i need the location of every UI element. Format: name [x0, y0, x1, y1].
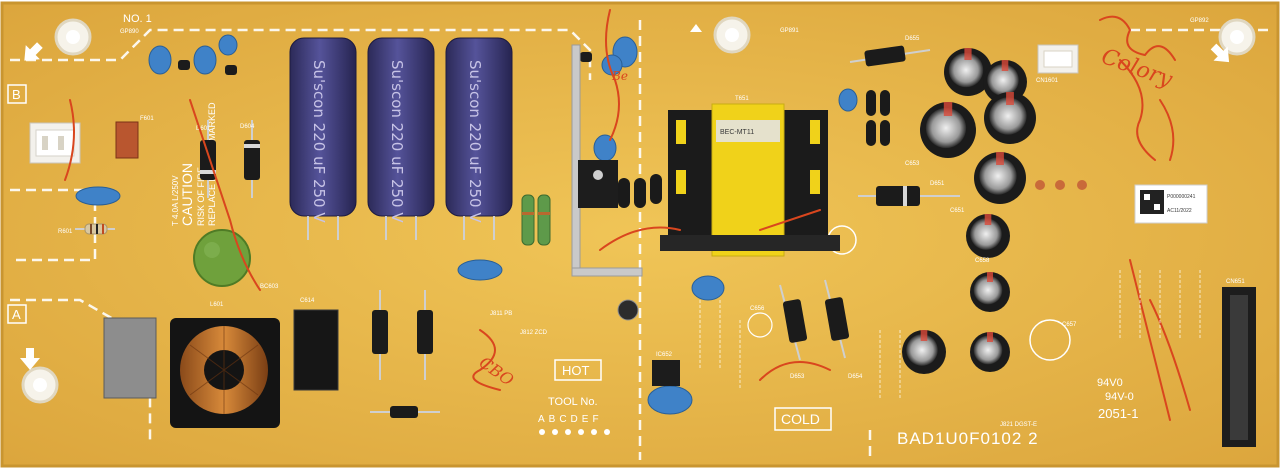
ref-c614: C614: [300, 298, 315, 304]
transformer-t651: BEC-MT11: [660, 103, 840, 257]
electrolytic-capacitor-4: [984, 92, 1036, 144]
ref-l601: L601: [210, 302, 224, 308]
fuse-rating: T 4.0A L/250V: [171, 175, 180, 226]
caution-title: CAUTION: [179, 163, 195, 226]
ref-j811: J811 PB: [490, 311, 512, 317]
mounting-holes: [21, 16, 1256, 404]
handwriting-note: Be: [611, 69, 628, 83]
tool-label: TOOL No.: [548, 396, 598, 408]
ref-gp890: GP890: [120, 29, 139, 35]
resistor-r601: [75, 223, 115, 235]
part-number: BAD1U0F0102 2: [897, 429, 1039, 448]
svg-text:P000000241: P000000241: [1167, 194, 1196, 200]
bulk-capacitor-2: Su'scon 220 uF 250 V: [367, 37, 435, 240]
fr-mark: 94V-0: [1105, 391, 1134, 403]
ferrite-beads: [618, 90, 890, 208]
electrolytic-capacitor-6: [966, 214, 1010, 258]
ref-c658: C658: [975, 258, 990, 264]
ref-gp892: GP892: [1190, 18, 1209, 24]
connector-b-label: B: [12, 87, 21, 102]
output-capacitors: [902, 48, 1036, 374]
transformer-label: BEC-MT11: [720, 129, 754, 136]
connector-a-label: A: [12, 307, 21, 322]
ref-d604: D604: [240, 124, 255, 130]
varistor: [193, 229, 251, 287]
bulk-capacitors: Su'scon 220 uF 250 V Su'scon 220 uF 250 V…: [289, 37, 513, 240]
ref-gp891: GP891: [780, 28, 799, 34]
electrolytic-capacitor-7: [970, 272, 1010, 312]
qr-sticker: P000000241 AC11/2022: [1134, 184, 1208, 224]
small-parts: [1035, 180, 1087, 190]
electrolytic-capacitor-8: [902, 330, 946, 374]
electrolytic-capacitor-5: [974, 152, 1026, 204]
ref-d653: D653: [790, 374, 805, 380]
ref-cn651: CN651: [1226, 279, 1245, 285]
diode-d655: [849, 45, 931, 67]
ref-c653: C653: [905, 161, 920, 167]
bulk-capacitor-1: Su'scon 220 uF 250 V: [289, 37, 357, 240]
fuse-f601: [115, 121, 139, 159]
ref-c651: C651: [950, 208, 965, 214]
power-resistors: [521, 194, 551, 246]
hot-label: HOT: [562, 363, 590, 378]
line-filter: [103, 317, 157, 399]
tool-letters: ABCDEF: [538, 414, 603, 425]
diodes-lower: [370, 279, 850, 418]
ref-f601: F601: [140, 116, 154, 122]
optocoupler-ic652: [652, 360, 680, 386]
electrolytic-capacitor-1: [944, 48, 992, 96]
ref-bc603: BC603: [260, 284, 279, 290]
bulk-capacitor-label: Su'scon 220 uF 250 V: [388, 60, 406, 223]
caution-line1: RISK OF FIRE -: [196, 161, 206, 226]
ref-t651: T651: [735, 96, 749, 102]
connector-cn651: [1222, 287, 1256, 447]
heatsink-bracket: [571, 44, 643, 277]
ref-r601: R601: [58, 229, 73, 235]
tool-dots: [539, 429, 610, 435]
electrolytic-capacitor-2: [983, 60, 1027, 104]
ul-mark: 94V0: [1097, 377, 1123, 389]
input-connector: [29, 122, 81, 164]
cold-label: COLD: [781, 411, 820, 427]
marker-scribbles: [64, 9, 1191, 421]
ref-j812: J812 ZCD: [520, 330, 548, 336]
bulk-capacitor-label: Su'scon 220 uF 250 V: [466, 60, 484, 223]
x-capacitor: [293, 309, 339, 391]
ref-d654: D654: [848, 374, 863, 380]
common-mode-choke: [170, 318, 280, 428]
board-number: NO. 1: [123, 13, 152, 25]
electrolytic-capacitor-9: [970, 332, 1010, 372]
ref-c656: C656: [750, 306, 765, 312]
ref-d601: D601: [196, 126, 211, 132]
ref-d651: D651: [930, 181, 945, 187]
ref-j821: J821 DGST-E: [1000, 422, 1037, 428]
electrolytic-capacitor-3: [920, 102, 976, 158]
ref-ic652: IC652: [656, 352, 673, 358]
silk-jumper-refs: [699, 270, 1201, 400]
diodes-input: [200, 120, 260, 198]
date-code: 2051-1: [1098, 406, 1138, 421]
y-capacitors: [75, 34, 858, 415]
bulk-capacitor-3: Su'scon 220 uF 250 V: [445, 37, 513, 240]
connector-cn1601: [1037, 44, 1079, 74]
ref-d655: D655: [905, 36, 920, 42]
bulk-capacitor-label: Su'scon 220 uF 250 V: [310, 60, 328, 223]
small-transistors: [178, 52, 592, 75]
silk-arrows: [20, 24, 1230, 370]
ref-cn1601: CN1601: [1036, 78, 1059, 84]
svg-text:AC11/2022: AC11/2022: [1167, 208, 1192, 214]
diode-d651: [858, 186, 960, 206]
ref-c657: C657: [1062, 322, 1077, 328]
